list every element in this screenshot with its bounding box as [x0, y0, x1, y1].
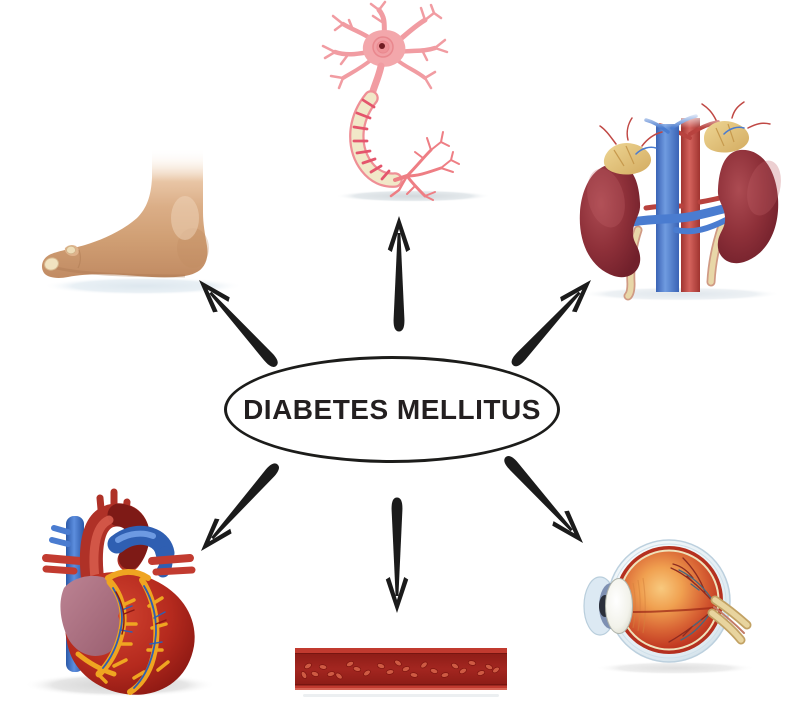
arrow-to-nerve [387, 216, 411, 332]
wall-inner-edge-bottom [295, 684, 507, 686]
vessel-shadow [303, 694, 499, 697]
nerve-cell-illustration [321, 0, 488, 202]
arrow-to-eye [497, 449, 592, 551]
big-toenail [44, 257, 59, 271]
toe-crease [77, 249, 81, 269]
optic-nerve [707, 595, 752, 645]
neuron-shadow [335, 190, 488, 202]
lens [605, 578, 633, 634]
kidneys-illustration [579, 101, 781, 301]
eye-illustration [583, 539, 755, 675]
second-toenail [66, 245, 76, 255]
lens-striations [632, 577, 646, 634]
vena-cava [656, 124, 679, 292]
left-kidney-highlight [587, 168, 625, 228]
right-pulmonary-vessels [148, 554, 196, 576]
left-atrium [60, 575, 121, 656]
coronary-vessels [102, 585, 167, 689]
axon-hillock [368, 62, 385, 98]
sole-shading [48, 264, 186, 278]
retinal-vessels [668, 557, 714, 643]
left-kidney [579, 163, 641, 278]
left-pulmonary-vessels [42, 554, 84, 575]
aorta [681, 118, 700, 292]
red-blood-cells [300, 659, 500, 680]
ankle-highlight [171, 196, 199, 240]
fundus-streak [632, 607, 714, 613]
foot-shadow [43, 277, 243, 295]
right-adrenal-gland [704, 120, 750, 153]
wall-highlight [295, 688, 507, 690]
eye-shadow [595, 661, 755, 675]
myelinated-axon [349, 90, 403, 188]
foot-illustration [41, 148, 243, 295]
arrow-to-blood-vessel [385, 497, 409, 613]
vessel-lumen [295, 654, 507, 684]
blood-vessel-illustration [295, 648, 507, 697]
right-kidney-highlight [747, 160, 781, 216]
center-node: DIABETES MELLITUS [224, 356, 560, 463]
heart-illustration [24, 488, 216, 697]
nucleus [372, 36, 394, 58]
dendrites [321, 0, 449, 90]
vessel-top-fade [636, 112, 736, 128]
leg-fade [147, 148, 209, 182]
wall-inner-edge-top [295, 653, 507, 655]
right-adrenal-creases [715, 123, 735, 147]
left-adrenal-gland [603, 142, 652, 175]
capillary-squiggles [599, 101, 771, 155]
right-kidney [717, 149, 779, 264]
center-label: DIABETES MELLITUS [243, 393, 541, 425]
left-adrenal-creases [613, 145, 635, 167]
axon-terminals [389, 131, 460, 201]
